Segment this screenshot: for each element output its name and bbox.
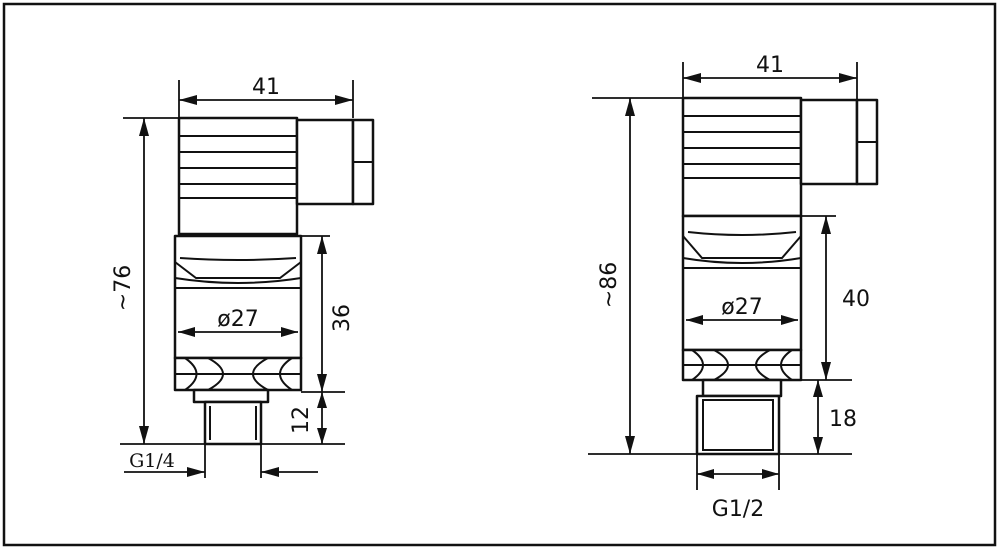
right-transmitter bbox=[681, 96, 879, 456]
left-side-plug bbox=[295, 118, 355, 206]
right-collar bbox=[701, 378, 783, 398]
right-side-plug bbox=[799, 98, 859, 186]
right-body-label: 40 bbox=[842, 287, 870, 312]
right-connector-housing bbox=[681, 96, 803, 218]
right-thread-port bbox=[695, 394, 781, 456]
left-body-label: 36 bbox=[330, 304, 355, 332]
left-transmitter bbox=[173, 116, 375, 446]
left-main-body bbox=[173, 234, 303, 360]
left-connector-housing bbox=[177, 116, 299, 236]
right-width-label: 41 bbox=[756, 53, 784, 78]
right-dimensions bbox=[588, 62, 858, 490]
left-thread-label: G1/4 bbox=[129, 450, 175, 472]
right-height-label: ~86 bbox=[597, 262, 622, 308]
left-collar bbox=[192, 388, 270, 404]
left-port-label: 12 bbox=[289, 406, 314, 434]
left-dimensions bbox=[120, 80, 354, 478]
right-thread-label: G1/2 bbox=[712, 497, 764, 522]
right-diameter-label: ø27 bbox=[721, 295, 762, 320]
left-width-label: 41 bbox=[252, 75, 280, 100]
right-port-label: 18 bbox=[829, 407, 857, 432]
left-diameter-label: ø27 bbox=[217, 307, 258, 332]
left-height-label: ~76 bbox=[111, 265, 136, 311]
left-thread-port bbox=[203, 400, 263, 446]
right-main-body bbox=[681, 214, 803, 352]
